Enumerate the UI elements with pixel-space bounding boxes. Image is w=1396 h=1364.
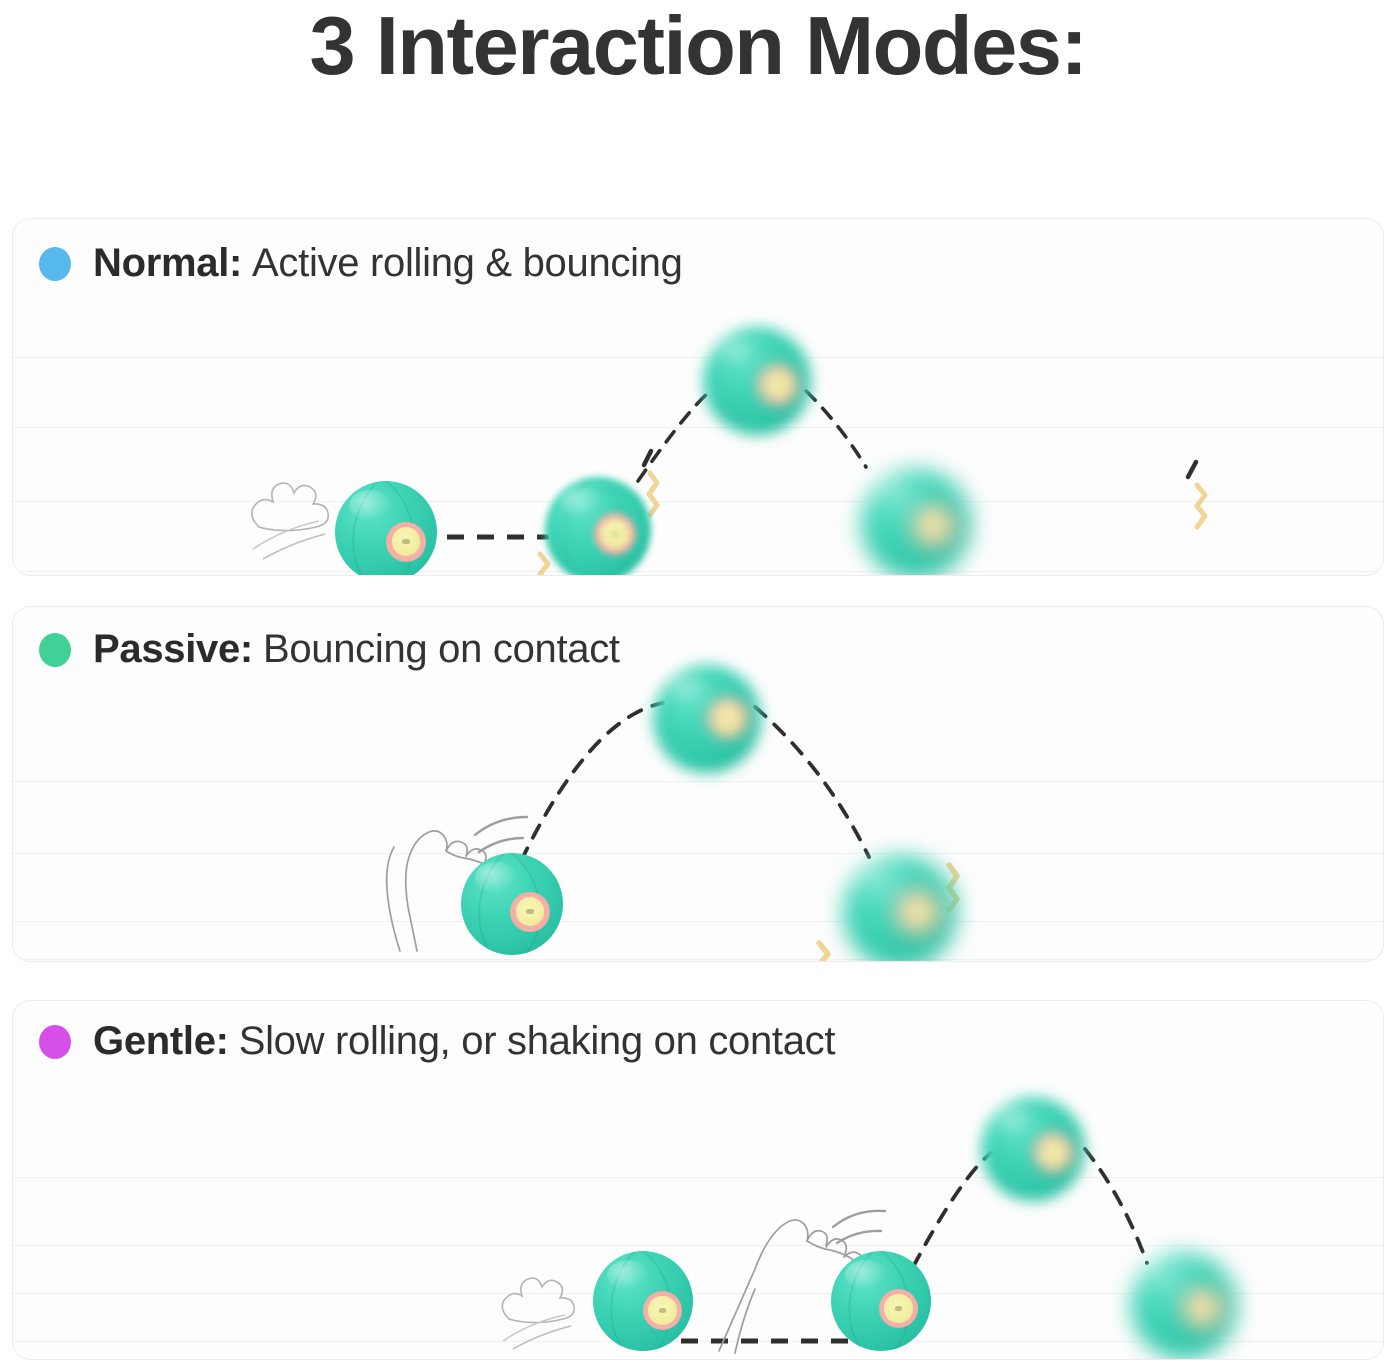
- motion-arc-lines: [473, 815, 529, 854]
- apex-ball-passive: [653, 665, 761, 773]
- mode-label-normal: Normal:Active rolling & bouncing: [93, 241, 683, 286]
- mode-card-normal: Normal:Active rolling & bouncing: [12, 218, 1384, 576]
- mode-label-gentle: Gentle:Slow rolling, or shaking on conta…: [93, 1019, 836, 1064]
- blurred-landing-ball-passive: [843, 855, 957, 961]
- cat-paw-leg-icon: [385, 830, 504, 952]
- mode-header-normal: Normal:Active rolling & bouncing: [39, 241, 683, 286]
- mode-description: Slow rolling, or shaking on contact: [238, 1019, 836, 1063]
- mode-header-passive: Passive:Bouncing on contact: [39, 627, 620, 672]
- mode-header-gentle: Gentle:Slow rolling, or shaking on conta…: [39, 1019, 836, 1064]
- apex-ball-normal: [703, 327, 811, 435]
- paw-print-icon: [251, 482, 330, 560]
- cat-paw-leg-icon: [718, 1219, 864, 1354]
- page-title: 3 Interaction Modes:: [309, 0, 1088, 92]
- impact-dash-mark: [641, 448, 1199, 480]
- dashed-arc-trajectory: [519, 701, 871, 863]
- contact-ball-gentle: [831, 1251, 931, 1351]
- mode-description: Active rolling & bouncing: [252, 241, 683, 285]
- mode-name: Normal:: [93, 241, 243, 285]
- blurred-landing-ball-gentle: [1131, 1253, 1237, 1359]
- mode-description: Bouncing on contact: [262, 627, 620, 671]
- mode-dot-icon-normal: [39, 246, 71, 281]
- mode-dot-icon-passive: [39, 632, 71, 667]
- rolling-ball-normal: [335, 481, 437, 575]
- blurred-landing-ball-normal: [861, 469, 971, 575]
- rolling-ball-gentle: [593, 1251, 693, 1351]
- motion-arc-lines: [831, 1209, 887, 1245]
- dashed-arc-trajectory: [636, 387, 868, 483]
- vibration-zigzag: [816, 862, 960, 961]
- paw-print-icon: [501, 1277, 576, 1350]
- bouncing-ball-normal: [545, 477, 651, 575]
- vibration-zigzag: [537, 470, 1208, 575]
- dashed-arc-trajectory: [911, 1147, 1149, 1269]
- mode-card-passive: Passive:Bouncing on contact: [12, 606, 1384, 962]
- mode-name: Passive:: [93, 627, 253, 671]
- mode-dot-icon-gentle: [39, 1024, 71, 1059]
- apex-ball-gentle: [981, 1097, 1085, 1201]
- contact-ball-passive: [461, 853, 563, 955]
- mode-card-gentle: Gentle:Slow rolling, or shaking on conta…: [12, 1000, 1384, 1360]
- mode-label-passive: Passive:Bouncing on contact: [93, 627, 620, 672]
- mode-name: Gentle:: [93, 1019, 229, 1063]
